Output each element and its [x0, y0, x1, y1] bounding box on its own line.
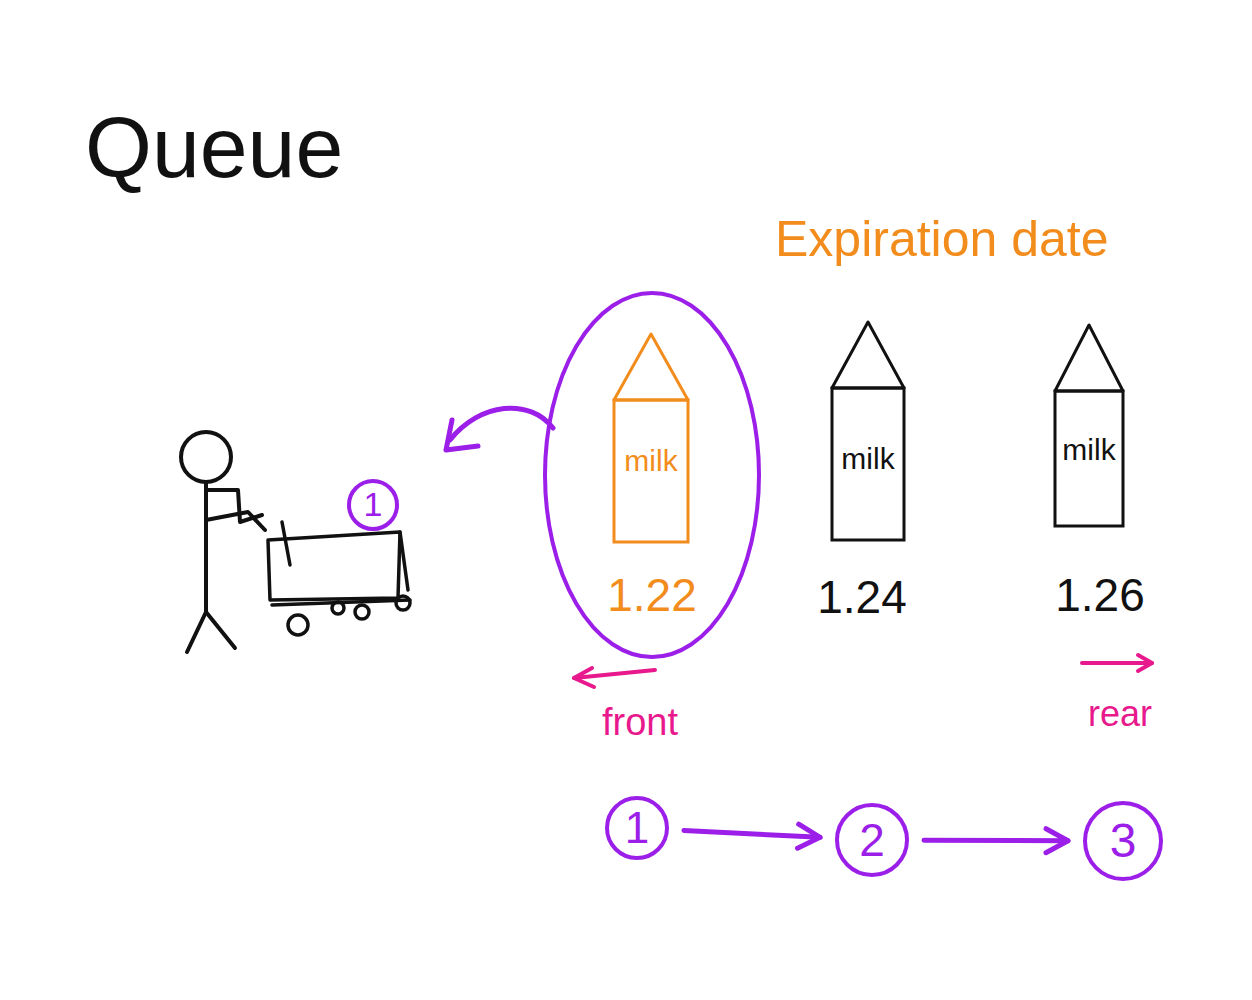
- order-circle: 3: [1082, 800, 1164, 882]
- node-text: 1: [364, 486, 383, 523]
- shopping-cart: [268, 522, 410, 635]
- end-label: rear: [1088, 694, 1152, 734]
- stick-figure: [181, 432, 265, 652]
- sequence-arrow: [924, 829, 1068, 853]
- node-text: 2: [859, 815, 885, 866]
- milk-carton: milk: [610, 332, 692, 544]
- direction-arrow: [574, 655, 1152, 687]
- carton-outline: [610, 332, 692, 544]
- callout-number: 1: [346, 478, 400, 532]
- dequeue-arrow: [446, 408, 553, 450]
- carton-outline: [828, 320, 908, 542]
- axis-label: Expiration date: [775, 212, 1109, 267]
- highlight-ellipse: milk 1.22: [542, 290, 762, 660]
- milk-carton: milk: [828, 320, 908, 542]
- node-text: 3: [1110, 815, 1137, 868]
- node-text: 1.22: [607, 570, 697, 621]
- date-label: 1.26: [1055, 570, 1145, 621]
- node-text: milk: [624, 444, 677, 477]
- milk-carton: milk: [1051, 323, 1127, 528]
- sequence-arrow: [684, 824, 820, 848]
- diagram-title: Queue: [85, 100, 343, 195]
- date-label: 1.24: [817, 572, 907, 623]
- node-text: milk: [841, 442, 894, 475]
- end-label: front: [602, 702, 678, 744]
- carton-outline: [1051, 323, 1127, 528]
- node-text: milk: [1062, 433, 1115, 466]
- order-circle: 2: [834, 802, 910, 878]
- node-text: 1: [625, 804, 649, 852]
- order-circle: 1: [604, 795, 670, 861]
